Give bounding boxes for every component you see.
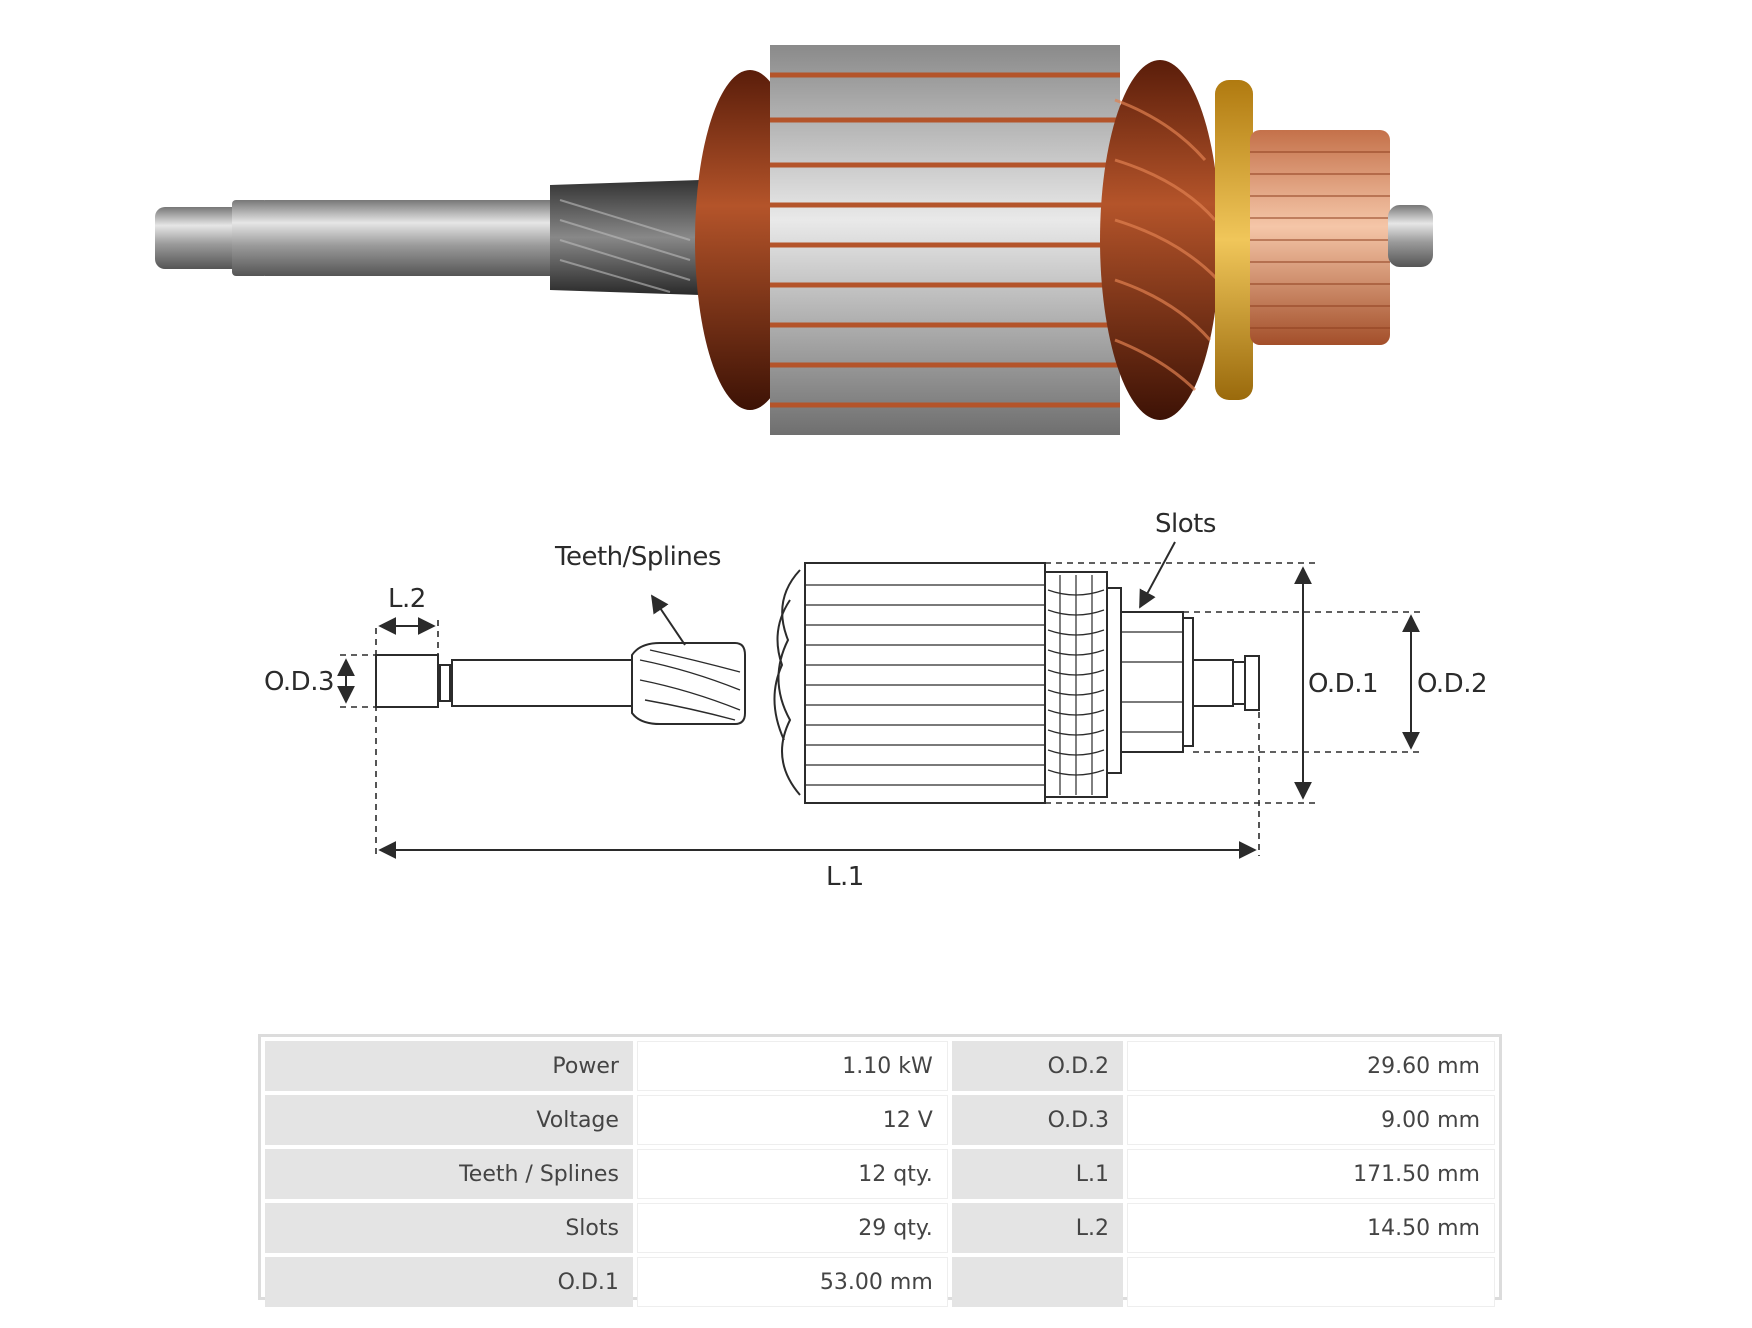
dimension-diagram: Teeth/Splines Slots L.2 O.D.3 O.D.1 O.D.… <box>264 509 1488 892</box>
slots-leader-arrow <box>1139 541 1176 609</box>
spec-value: 29.60 mm <box>1127 1041 1495 1091</box>
table-row: Power 1.10 kW O.D.2 29.60 mm <box>265 1041 1495 1091</box>
spec-label: O.D.2 <box>951 1041 1124 1091</box>
table-row: Teeth / Splines 12 qty. L.1 171.50 mm <box>265 1149 1495 1199</box>
table-row: Voltage 12 V O.D.3 9.00 mm <box>265 1095 1495 1145</box>
spec-label: Slots <box>265 1203 633 1253</box>
armature-photo <box>155 45 1433 435</box>
shaft-tip-outline <box>375 654 439 708</box>
spec-value: 1.10 kW <box>636 1041 948 1091</box>
pinion-outline <box>631 642 746 725</box>
spec-value: 14.50 mm <box>1127 1203 1495 1253</box>
spec-value: 53.00 mm <box>636 1257 948 1307</box>
spec-value: 29 qty. <box>636 1203 948 1253</box>
commutator-outline <box>1120 611 1184 753</box>
od2-label: O.D.2 <box>1417 669 1487 699</box>
spec-value: 12 qty. <box>636 1149 948 1199</box>
slots-label: Slots <box>1155 509 1216 539</box>
od1-label: O.D.1 <box>1308 669 1378 699</box>
spec-label: O.D.1 <box>265 1257 633 1307</box>
specifications-table: Power 1.10 kW O.D.2 29.60 mm Voltage 12 … <box>258 1034 1502 1307</box>
spec-value: 171.50 mm <box>1127 1149 1495 1199</box>
spec-label: Power <box>265 1041 633 1091</box>
spec-label: Voltage <box>265 1095 633 1145</box>
spec-label: Teeth / Splines <box>265 1149 633 1199</box>
spec-value: 12 V <box>636 1095 948 1145</box>
l1-label: L.1 <box>826 862 864 892</box>
spec-value <box>1127 1257 1495 1307</box>
od3-label: O.D.3 <box>264 667 334 697</box>
spec-value: 9.00 mm <box>1127 1095 1495 1145</box>
spec-label <box>951 1257 1124 1307</box>
table-row: O.D.1 53.00 mm <box>265 1257 1495 1307</box>
spec-label: L.1 <box>951 1149 1124 1199</box>
core-outline <box>804 562 1046 804</box>
table-row: Slots 29 qty. L.2 14.50 mm <box>265 1203 1495 1253</box>
spec-label: L.2 <box>951 1203 1124 1253</box>
l2-label: L.2 <box>388 584 426 614</box>
spec-label: O.D.3 <box>951 1095 1124 1145</box>
teeth-splines-label: Teeth/Splines <box>554 542 721 572</box>
teeth-leader-arrow <box>650 594 686 646</box>
